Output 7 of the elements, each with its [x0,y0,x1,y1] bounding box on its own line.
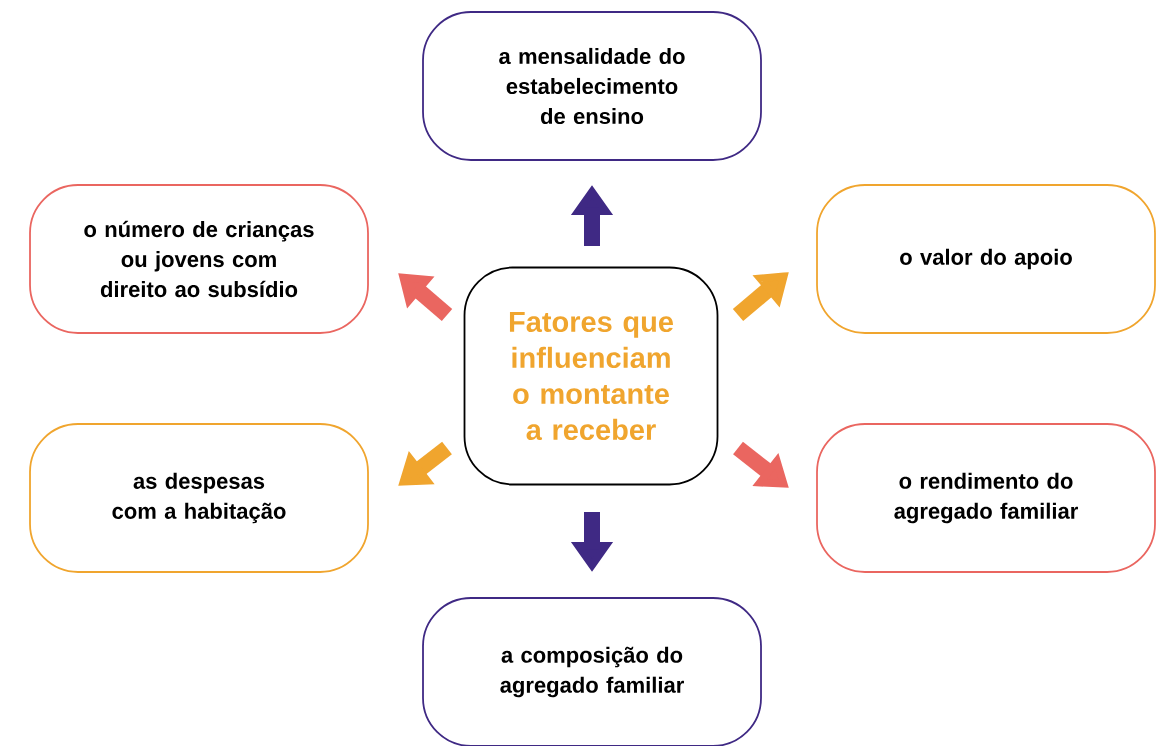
title-box: Fatores que influenciam o montante a receber [463,266,719,486]
factor-box: a mensalidade do estabelecimento de ensino [422,11,762,161]
factor-box: a composição do agregado familiar [422,597,762,746]
factor-box: o rendimento do agregado familiar [816,423,1156,573]
factor-box: as despesas com a habitação [29,423,369,573]
factor-box: o número de crianças ou jovens com direito ao subsídio [29,184,369,334]
factor-box: o valor do apoio [816,184,1156,334]
